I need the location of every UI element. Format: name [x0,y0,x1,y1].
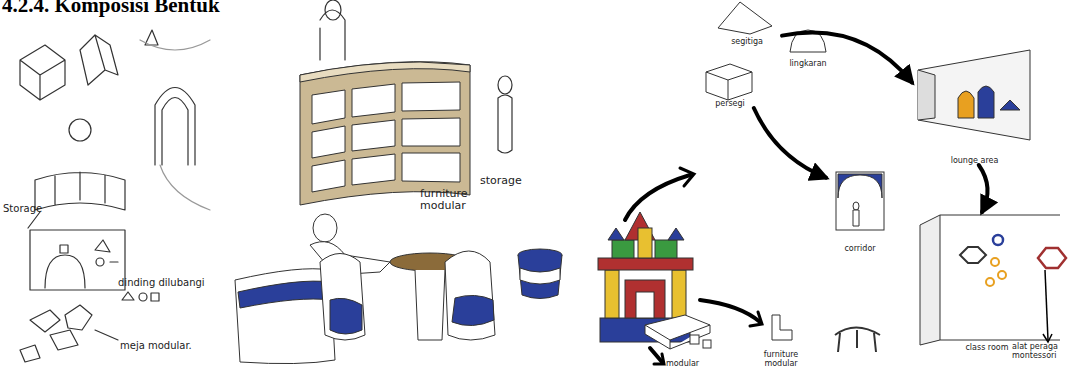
annotation-label: dinding dilubangi [118,277,213,288]
flow-arrow [782,33,912,83]
flow-arrow [979,165,988,212]
node-label: class room [965,344,1008,352]
node-label: furniture modular [755,351,807,368]
shape-node: modular [635,310,730,368]
shape-node: persegi [700,62,760,108]
node-label: segitiga [731,38,763,46]
shape-node: lingkaran [778,30,838,68]
node-label: persegi [715,100,745,108]
flow-arrow [754,108,826,178]
annotation-label: alat peraga montessori [1012,343,1070,361]
node-label: corridor [844,245,875,253]
annotation-label: storage [480,175,550,187]
node-label: modular [666,360,699,368]
annotation-label: Storage [3,203,63,214]
page-title: 4.2.4. Komposisi Bentuk [2,0,220,18]
shape-node: lounge area [912,45,1037,165]
shape-node: segitiga [712,0,782,46]
node-label: lounge area [951,157,999,165]
shape-node: class room [912,212,1062,352]
node-label: lingkaran [789,60,826,68]
shape-node: furniture modular [755,308,807,368]
shape-node: corridor [826,168,894,253]
annotation-label: meja modular. [120,340,210,351]
annotation-label: furniture modular [420,188,490,212]
